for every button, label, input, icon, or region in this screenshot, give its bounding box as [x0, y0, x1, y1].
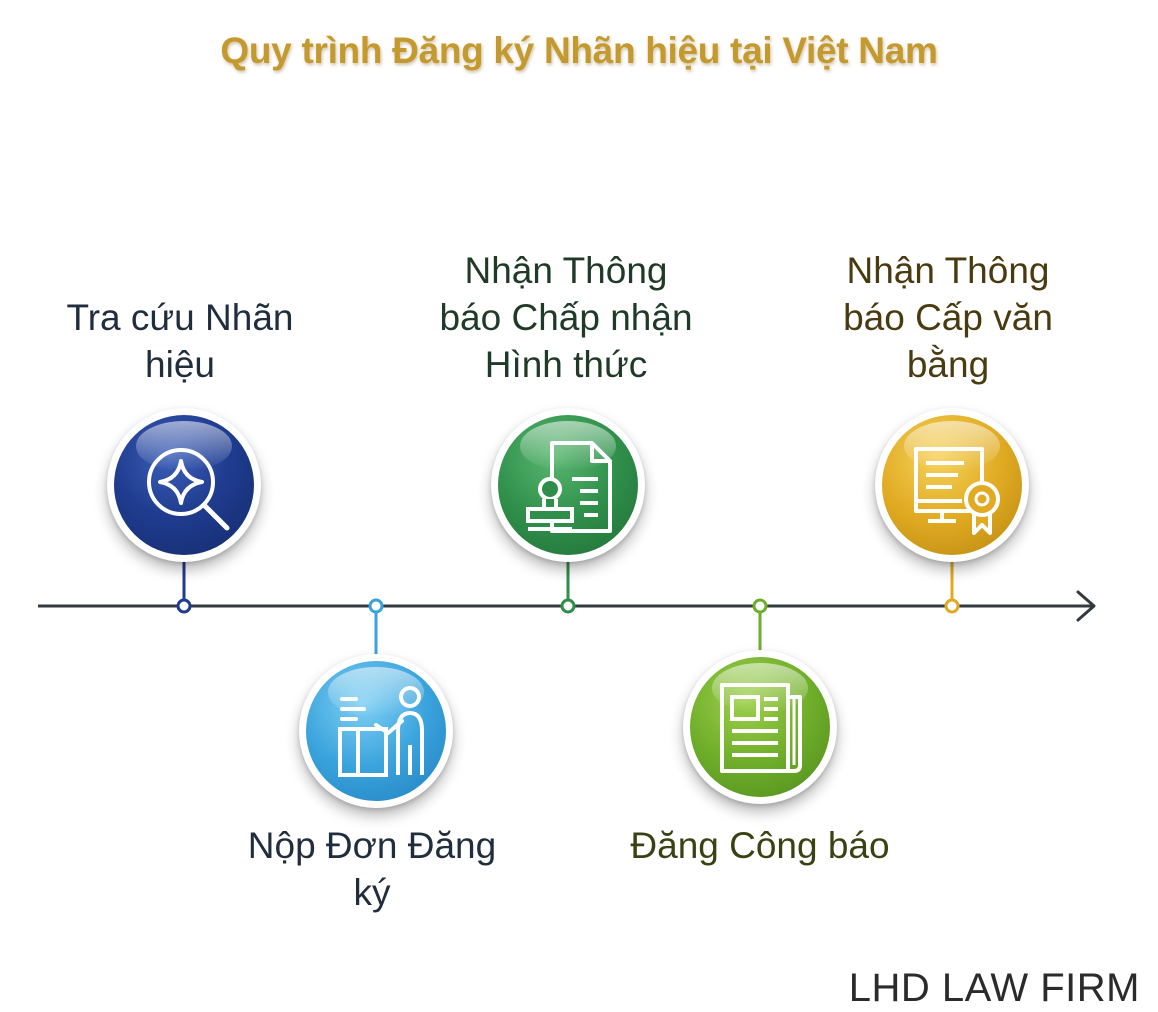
timeline-arrowhead [1076, 590, 1096, 622]
certificate-icon [914, 447, 1000, 535]
person-filing-desk-icon [338, 686, 424, 777]
step-4-label: Đăng Công báo [630, 825, 890, 866]
step-3-label: Nhận Thông báo Chấp nhận Hình thức [439, 250, 693, 385]
step-1-label: Tra cứu Nhãn hiệu [66, 297, 294, 385]
timeline-node-5 [944, 598, 960, 614]
step-1-badge [107, 408, 261, 562]
timeline-node-1 [176, 598, 192, 614]
timeline-node-2 [368, 598, 384, 614]
document-stamp-icon [526, 441, 612, 533]
step-5-label: Nhận Thông báo Cấp văn bằng [843, 250, 1053, 385]
step-2-badge [299, 654, 453, 808]
brand-logo-text: LHD LAW FIRM [848, 966, 1140, 1010]
page-title: Quy trình Đăng ký Nhãn hiệu tại Việt Nam [220, 30, 938, 71]
timeline-node-3 [560, 598, 576, 614]
search-sparkle-icon [147, 448, 230, 531]
step-2-label: Nộp Đơn Đăng ký [247, 825, 497, 913]
step-3-badge [491, 408, 645, 562]
newspaper-icon [720, 683, 802, 773]
step-5-badge [875, 408, 1029, 562]
step-4-badge [683, 650, 837, 804]
timeline-node-4 [752, 598, 768, 614]
